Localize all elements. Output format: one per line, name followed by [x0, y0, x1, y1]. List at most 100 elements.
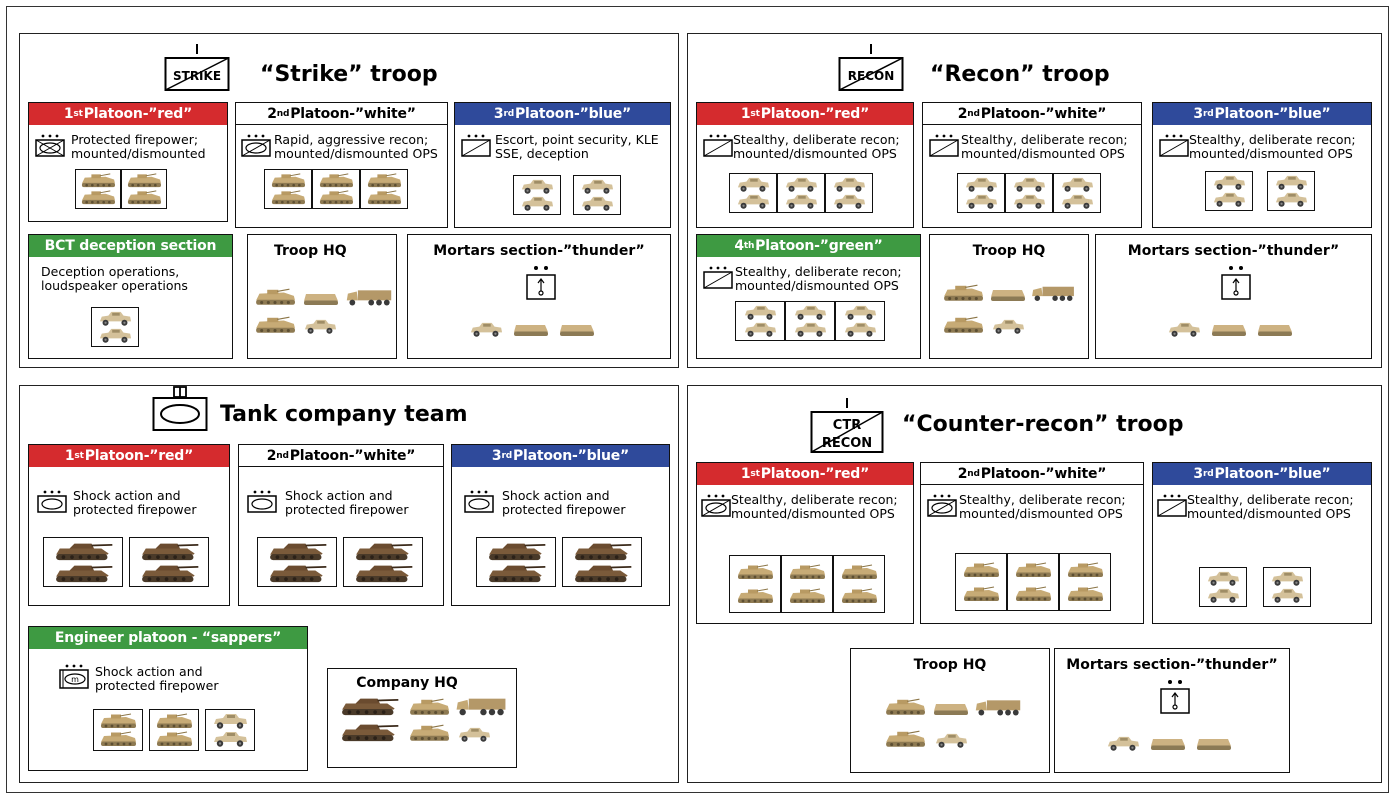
- recon-mortars-section: Mortars section-”thunder”: [1095, 234, 1372, 359]
- armored-cavalry-icon: [35, 134, 65, 157]
- bct-deception-desc: Deception operations,loudspeaker operati…: [41, 264, 188, 293]
- counter-platoon-2-desc: Stealthy, deliberate recon;mounted/dismo…: [959, 492, 1126, 521]
- counter-recon-unit-symbol: CTR RECON: [810, 398, 884, 453]
- engineer-platoon-header: Engineer platoon - “sappers”: [29, 627, 307, 649]
- counter-hq-vehicles-row1: [881, 697, 1023, 717]
- armor-icon: [37, 490, 67, 513]
- tank-platoon-3-vehicles: [476, 537, 642, 587]
- armored-recon-icon: [701, 494, 731, 517]
- counter-mortars-vehicles: [1103, 734, 1235, 752]
- strike-troop-hq-title: Troop HQ: [274, 243, 347, 259]
- recon-troop-title: “Recon” troop: [930, 62, 1110, 87]
- svg-text:m: m: [71, 675, 79, 684]
- strike-platoon-2-vehicles: [264, 169, 408, 209]
- counter-mortars-title: Mortars section-”thunder”: [1066, 657, 1278, 673]
- counter-hq-vehicles-row2: [881, 729, 971, 749]
- tank-platoon-1-vehicles: [43, 537, 209, 587]
- strike-mortars-vehicles: [466, 320, 598, 338]
- counter-troop-hq-title: Troop HQ: [913, 657, 987, 673]
- strike-platoon-2-desc: Rapid, aggressive recon;mounted/dismount…: [274, 132, 438, 161]
- tank-company-symbol: [152, 386, 208, 431]
- strike-mortars-section: Mortars section-”thunder”: [407, 234, 671, 359]
- recon-symbol-label: RECON: [848, 69, 895, 83]
- engineer-platoon: Engineer platoon - “sappers” m Shock act…: [28, 626, 308, 771]
- armor-icon: [464, 490, 494, 513]
- tank-company-title: Tank company team: [220, 402, 468, 427]
- recon-hq-vehicles-row1: [940, 283, 1076, 303]
- diagram-frame: [6, 6, 1389, 793]
- strike-hq-vehicles-row1: [252, 287, 394, 307]
- mortar-symbol-icon: [1160, 680, 1190, 714]
- bct-deception-header: BCT deception section: [29, 235, 232, 257]
- recon-unit-symbol: RECON: [838, 44, 904, 91]
- strike-troop-title: “Strike” troop: [260, 62, 438, 87]
- counter-platoon-3-vehicles: [1199, 567, 1311, 607]
- armored-recon-icon: [927, 494, 957, 517]
- cavalry-icon: [1159, 134, 1189, 157]
- recon-platoon-4-vehicles: [735, 301, 885, 341]
- counter-mortars-section: Mortars section-”thunder”: [1054, 648, 1290, 773]
- recon-platoon-4-desc: Stealthy, deliberate recon;mounted/dismo…: [735, 264, 902, 293]
- strike-unit-symbol: STRIKE: [164, 44, 230, 91]
- cavalry-icon: [461, 134, 491, 157]
- engineer-icon: m: [59, 664, 89, 689]
- recon-mortars-title: Mortars section-”thunder”: [1127, 243, 1340, 259]
- recon-platoon-2-desc: Stealthy, deliberate recon;mounted/dismo…: [961, 132, 1128, 161]
- strike-mortars-title: Mortars section-”thunder”: [433, 243, 645, 259]
- armored-recon-icon: [241, 134, 271, 157]
- counter-recon-troop-title: “Counter-recon” troop: [902, 412, 1184, 437]
- bct-deception-section: BCT deception section Deception operatio…: [28, 234, 233, 359]
- strike-platoon-1-desc: Protected firepower;mounted/dismounted: [71, 132, 206, 161]
- company-hq-title: Company HQ: [356, 675, 458, 691]
- strike-symbol-label: STRIKE: [173, 69, 221, 83]
- cavalry-icon: [929, 134, 959, 157]
- engineer-platoon-vehicles: [93, 709, 255, 751]
- counter-platoon-2-vehicles: [955, 553, 1111, 611]
- counter-recon-symbol-label2: RECON: [822, 436, 872, 451]
- recon-platoon-3-desc: Stealthy, deliberate recon;mounted/dismo…: [1189, 132, 1356, 161]
- company-hq: Company HQ: [327, 668, 517, 768]
- mortar-symbol-icon: [526, 266, 556, 300]
- mortar-symbol-icon: [1221, 266, 1251, 300]
- company-hq-vehicles-row2: [334, 721, 494, 743]
- cavalry-icon: [703, 266, 733, 289]
- counter-platoon-1-desc: Stealthy, deliberate recon;mounted/dismo…: [731, 492, 898, 521]
- recon-troop-hq: Troop HQ: [929, 234, 1089, 359]
- recon-hq-vehicles-row2: [940, 315, 1028, 335]
- bct-deception-vehicles: [91, 307, 139, 347]
- recon-platoon-2-vehicles: [957, 173, 1101, 213]
- counter-recon-symbol-label1: CTR: [833, 418, 861, 433]
- recon-platoon-1-desc: Stealthy, deliberate recon;mounted/dismo…: [733, 132, 900, 161]
- strike-platoon-1-vehicles: [75, 169, 167, 209]
